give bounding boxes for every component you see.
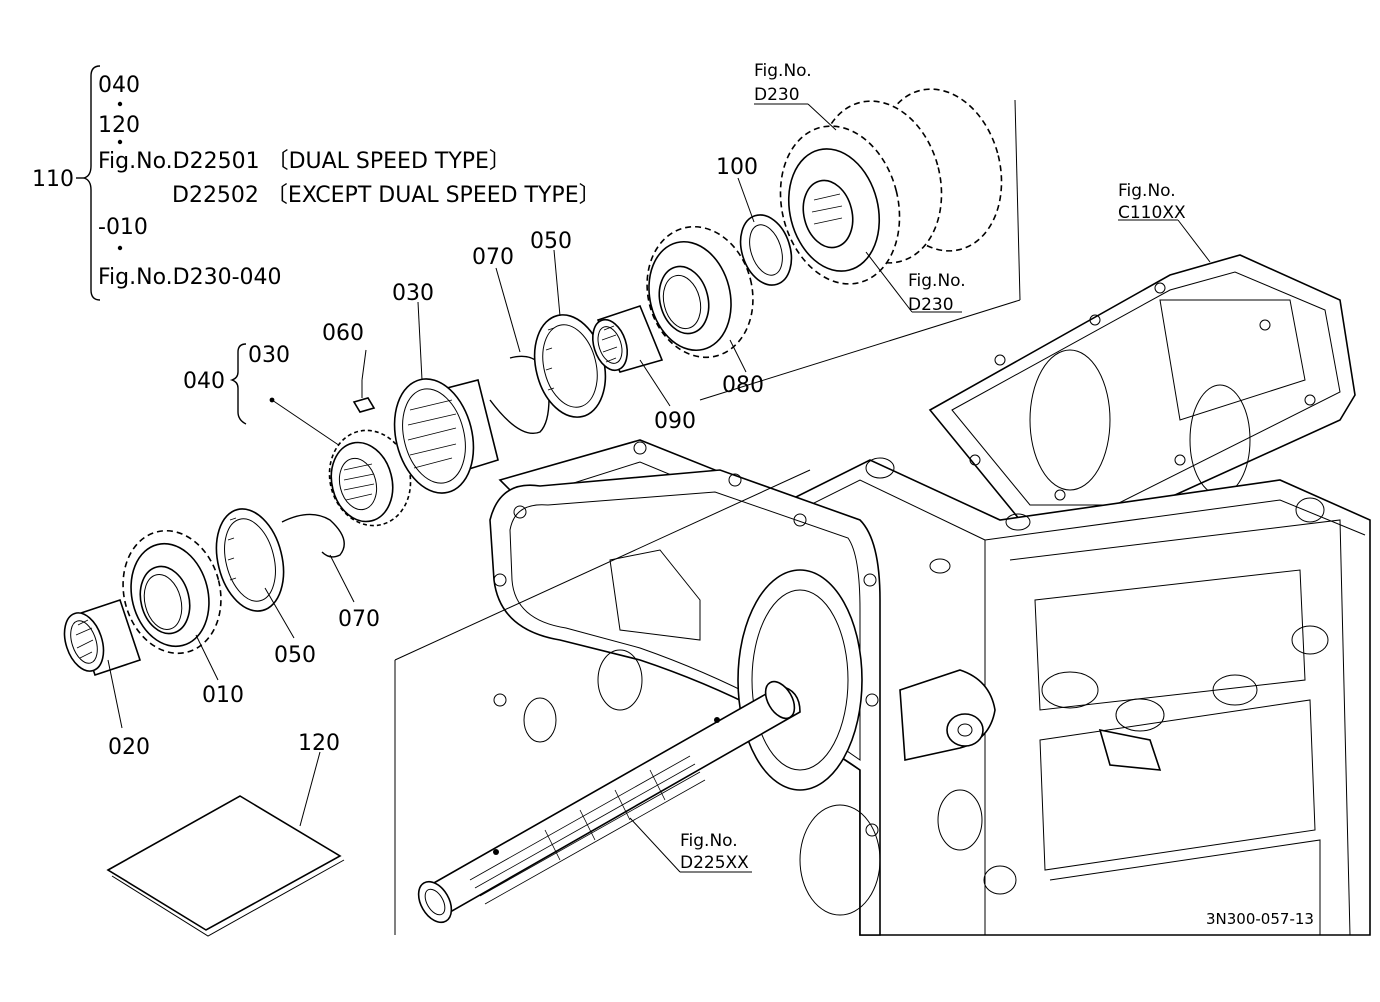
header-line-010: -010 bbox=[98, 215, 148, 240]
label-050-upper: 050 bbox=[530, 229, 572, 254]
label-100: 100 bbox=[716, 155, 758, 180]
header-line-fig-d22501: Fig.No.D22501 〔DUAL SPEED TYPE〕 bbox=[98, 149, 511, 174]
fig-ref-d225xx-label: Fig.No. bbox=[680, 831, 738, 851]
fig-ref-d225xx-value: D225XX bbox=[680, 853, 749, 873]
header-line-d22502: D22502 〔EXCEPT DUAL SPEED TYPE〕 bbox=[172, 183, 601, 208]
header-line-120: 120 bbox=[98, 113, 140, 138]
main-shaft bbox=[417, 680, 801, 924]
part-050-upper-synchro-ring bbox=[533, 314, 607, 418]
part-030-synchro-sleeve bbox=[393, 378, 499, 494]
fig-ref-d230-mid-value: D230 bbox=[908, 295, 954, 315]
sub-group-line-030: 030 bbox=[248, 343, 290, 368]
fig-ref-d230-mid-label: Fig.No. bbox=[908, 271, 966, 291]
sub-group-number: 040 bbox=[183, 369, 225, 394]
part-080-gear bbox=[646, 225, 754, 359]
label-070-upper: 070 bbox=[472, 245, 514, 270]
label-030: 030 bbox=[392, 281, 434, 306]
leader-lines bbox=[107, 103, 1211, 873]
fig-ref-d230-top-value: D230 bbox=[754, 85, 800, 105]
fig-ref-c110xx-label: Fig.No. bbox=[1118, 181, 1176, 201]
label-070-lower: 070 bbox=[338, 607, 380, 632]
figure-references: Fig.No. D230 Fig.No. D230 Fig.No. C110XX… bbox=[680, 61, 1186, 873]
label-060: 060 bbox=[322, 321, 364, 346]
part-060-key bbox=[352, 380, 376, 413]
label-020: 020 bbox=[108, 735, 150, 760]
header-line-fig-d230-040: Fig.No.D230-040 bbox=[98, 265, 282, 290]
fig-ref-c110xx-value: C110XX bbox=[1118, 203, 1186, 223]
header-line-040: 040 bbox=[98, 73, 140, 98]
part-100-thrust-washer bbox=[739, 214, 793, 286]
transmission-case bbox=[489, 254, 1371, 936]
drawing-code: 3N300-057-13 bbox=[1206, 910, 1314, 928]
label-050-lower: 050 bbox=[274, 643, 316, 668]
part-010-gear bbox=[122, 529, 222, 655]
part-d230-gear-cluster bbox=[779, 88, 1003, 285]
part-050-lower-synchro-ring bbox=[215, 508, 285, 612]
part-labels: 020 010 050 070 060 030 070 050 090 080 … bbox=[108, 155, 764, 760]
part-090-needle-bearing bbox=[591, 305, 664, 373]
label-090: 090 bbox=[654, 409, 696, 434]
part-synchro-hub bbox=[328, 429, 412, 527]
header-bracket-group: 110 040 120 Fig.No.D22501 〔DUAL SPEED TY… bbox=[32, 65, 601, 301]
sub-bracket-group: 040 030 bbox=[183, 343, 347, 451]
fig-ref-d230-top-label: Fig.No. bbox=[754, 61, 812, 81]
label-010: 010 bbox=[202, 683, 244, 708]
assembly-panel-lines bbox=[394, 99, 1021, 935]
label-080: 080 bbox=[722, 373, 764, 398]
header-group-number: 110 bbox=[32, 167, 74, 192]
part-070-lower-spring bbox=[281, 513, 345, 558]
label-120: 120 bbox=[298, 731, 340, 756]
part-120-instruction-sheet bbox=[106, 795, 345, 937]
part-020-needle-bearing bbox=[63, 598, 142, 677]
